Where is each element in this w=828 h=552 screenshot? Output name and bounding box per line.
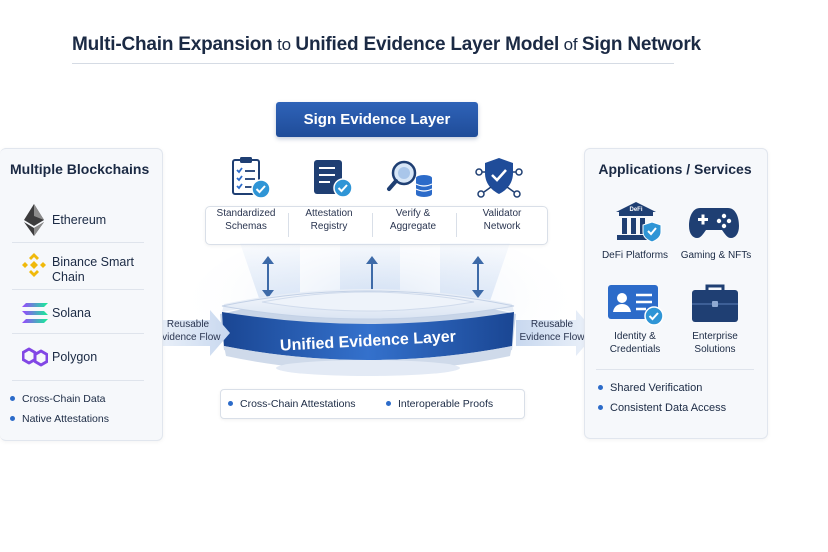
app-label-line: Identity &	[614, 331, 656, 342]
chain-name-line: Binance Smart	[52, 255, 134, 269]
app-label-defi: DeFi Platforms	[590, 250, 680, 263]
app-label-line: Enterprise	[692, 331, 738, 342]
defi-badge-text: DeFi	[629, 207, 642, 213]
flow-label-line: Reusable	[530, 319, 574, 330]
bullet-text: Consistent Data Access	[610, 402, 727, 414]
chain-divider	[12, 333, 144, 334]
page-title: Multi-Chain Expansion to Unified Evidenc…	[72, 34, 701, 56]
tool-label-verify-aggregate: Verify &Aggregate	[371, 208, 455, 233]
left-bullet-cross-chain-data: Cross-Chain Data	[10, 393, 105, 405]
left-bullet-native-attestations: Native Attestations	[10, 413, 109, 425]
chain-item-solana: Solana	[12, 293, 144, 335]
feature-interoperable-proofs: Interoperable Proofs	[386, 398, 493, 410]
vertical-flow-arrows	[262, 256, 484, 298]
bullet-dot	[598, 384, 603, 390]
app-label-identity: Identity &Credentials	[590, 331, 680, 356]
title-part-1: Multi-Chain Expansion	[72, 34, 273, 55]
bullet-dot	[10, 395, 15, 401]
bullet-text: Shared Verification	[610, 382, 703, 394]
blockchains-panel-title: Multiple Blockchains	[10, 161, 150, 177]
applications-divider	[596, 369, 754, 370]
checklist-icon	[232, 157, 271, 199]
feature-text: Cross-Chain Attestations	[240, 398, 356, 410]
app-label-line: Gaming & NFTs	[680, 250, 752, 261]
chain-item-polygon: Polygon	[12, 336, 144, 378]
blockchains-panel	[0, 148, 163, 441]
title-divider	[72, 63, 674, 64]
unified-evidence-platform	[220, 289, 516, 376]
bullet-text: Cross-Chain Data	[22, 393, 106, 405]
id-card-icon	[608, 285, 664, 326]
center-features-pill	[220, 389, 525, 419]
sign-evidence-layer-banner: Sign Evidence Layer	[276, 102, 478, 137]
polygon-icon	[22, 347, 48, 367]
chain-name-line: Chain	[52, 270, 85, 284]
magnifier-database-icon	[387, 160, 433, 197]
chain-divider	[12, 242, 144, 243]
applications-panel-title: Applications / Services	[598, 161, 752, 177]
bullet-dot	[598, 404, 603, 410]
chain-name: Solana	[52, 306, 91, 320]
briefcase-icon	[692, 284, 738, 322]
tool-label-line: Schemas	[225, 220, 267, 232]
title-part-5: Sign Network	[581, 34, 701, 55]
tool-separator	[288, 213, 289, 237]
feature-cross-chain-attestations: Cross-Chain Attestations	[228, 398, 356, 410]
bullet-dot	[228, 400, 233, 406]
shield-network-icon	[475, 158, 523, 198]
title-part-2: to	[272, 35, 296, 54]
ethereum-icon	[24, 204, 44, 236]
gamepad-icon	[689, 208, 739, 238]
app-label-line: Credentials	[609, 343, 661, 355]
chain-item-ethereum: Ethereum	[12, 200, 144, 242]
bullet-dot	[10, 415, 15, 421]
feature-text: Interoperable Proofs	[398, 398, 494, 410]
flow-label-line: Evidence Flow	[155, 332, 221, 343]
left-flow-arrow	[150, 310, 230, 356]
tool-label-line: Verify &	[395, 208, 431, 219]
tool-label-line: Aggregate	[389, 220, 437, 232]
tool-label-line: Attestation	[305, 208, 353, 219]
chain-name: Polygon	[52, 350, 98, 364]
flow-label-line: Reusable	[166, 319, 210, 330]
title-part-3: Unified Evidence Layer Model	[295, 34, 560, 55]
bank-icon: DeFi	[616, 202, 662, 243]
title-part-4: of	[559, 35, 582, 54]
light-beams	[240, 243, 510, 301]
solana-icon	[22, 303, 48, 323]
tool-label-line: Registry	[310, 220, 348, 232]
tool-label-line: Network	[483, 220, 521, 232]
right-flow-arrow	[516, 310, 596, 356]
bullet-dot	[386, 400, 391, 406]
tool-separator	[372, 213, 373, 237]
binance-icon	[22, 253, 46, 277]
app-label-line: DeFi Platforms	[601, 250, 669, 261]
server-check-icon	[314, 160, 353, 198]
tool-separator	[456, 213, 457, 237]
right-bullet-consistent-data-access: Consistent Data Access	[598, 402, 726, 414]
chain-name: Ethereum	[52, 213, 107, 227]
tool-label-line: Validator	[482, 208, 522, 219]
app-label-gaming: Gaming & NFTs	[671, 250, 761, 263]
right-bullet-shared-verification: Shared Verification	[598, 382, 702, 394]
chain-divider	[12, 289, 144, 290]
tool-label-line: Standardized	[216, 208, 276, 219]
flow-label-line: Evidence Flow	[519, 332, 585, 343]
app-label-line: Solutions	[694, 343, 736, 355]
bullet-text: Native Attestations	[22, 413, 109, 425]
chain-divider	[12, 380, 144, 381]
